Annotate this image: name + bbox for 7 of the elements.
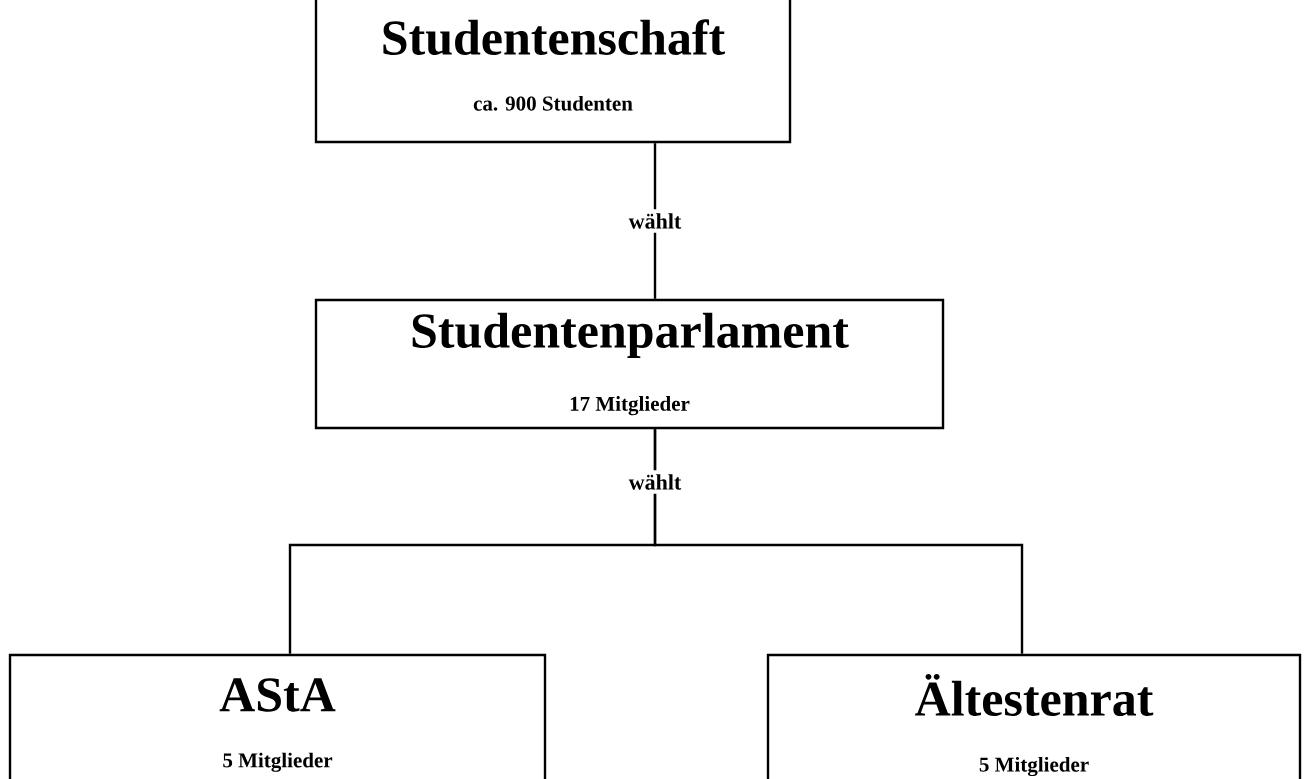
- org-box: AStA 5 Mitglieder: [8, 653, 547, 779]
- edge-label: wählt: [624, 470, 686, 494]
- org-box: Studentenparlament 17 Mitglieder: [314, 298, 945, 430]
- org-box: Studentenschaft ca. 900 Studenten: [314, 0, 792, 144]
- edge-label: wählt: [624, 209, 686, 233]
- org-box: Ältestenrat 5 Mitglieder: [766, 653, 1302, 779]
- connector-line: [653, 429, 1024, 654]
